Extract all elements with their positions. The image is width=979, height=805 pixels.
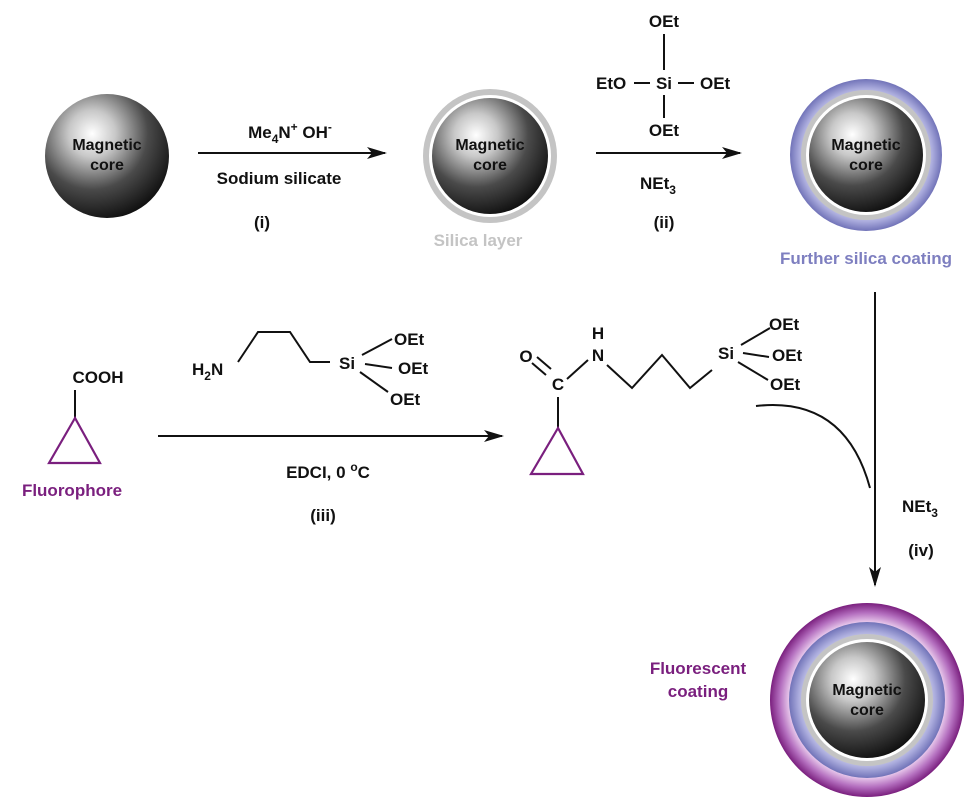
particle-further-silica: Magnetic core Further silica coating [780,79,952,268]
bond [536,356,552,370]
product-h: H [592,324,604,343]
curved-join-arrow [755,404,871,489]
step-i-reagent2: Sodium silicate [217,169,342,188]
product-c: C [552,375,564,394]
step-iii-conditions: EDCI, 0 oC [286,460,370,482]
core-label-line2: core [849,157,883,174]
fluorophore-caption: Fluorophore [22,481,122,500]
core-label-line2: core [90,157,124,174]
step-iii-label: (iii) [310,506,336,525]
step-iv-label: (iv) [908,541,934,560]
bond [359,371,389,393]
further-silica-caption: Further silica coating [780,249,952,268]
amide-silane-product: O C H N Si OEt OEt OEt [519,315,803,476]
bond [364,363,393,369]
bond [361,338,393,356]
teos-oet-bottom: OEt [649,121,680,140]
magnetic-core-sphere [432,98,548,214]
bond [566,359,589,380]
bond [742,352,770,358]
magnetic-core-sphere [809,98,923,212]
core-label-line1: Magnetic [455,137,524,154]
aptes-h2n: H2N [192,360,223,383]
fluorophore-structure: COOH Fluorophore [22,368,124,500]
fluorophore-cooh: COOH [73,368,124,387]
fluorescent-caption-line1: Fluorescent [650,659,747,678]
propyl-chain [237,331,330,363]
product-si: Si [718,344,734,363]
core-label-line1: Magnetic [831,137,900,154]
teos-oet-top: OEt [649,12,680,31]
particle-fluorescent: Magnetic core Fluorescent coating [650,603,964,797]
product-oet-3: OEt [770,375,801,394]
teos-oet-right: OEt [700,74,731,93]
core-label-line2: core [850,702,884,719]
core-label-line1: Magnetic [72,137,141,154]
step-ii: OEt EtO Si OEt OEt NEt3 (ii) [596,12,742,232]
aptes-oet-1: OEt [394,330,425,349]
bond [737,361,769,381]
teos-si: Si [656,74,672,93]
product-oet-1: OEt [769,315,800,334]
cyclopropane-ring [529,425,585,476]
step-i: Me4N+ OH- Sodium silicate (i) [198,120,387,232]
bond [531,362,547,376]
cyclopropane-ring [47,415,102,465]
core-label-line1: Magnetic [832,682,901,699]
aptes-oet-3: OEt [390,390,421,409]
step-ii-base: NEt3 [640,174,676,197]
magnetic-core-sphere [809,642,925,758]
product-o: O [519,347,532,366]
step-iv-base: NEt3 [902,497,938,520]
propyl-chain [606,353,713,390]
particle-silica-layer: Magnetic core Silica layer [423,89,557,250]
teos-eto-left: EtO [596,74,626,93]
particle-bare-core: Magnetic core [45,94,169,218]
fluorescent-caption-line2: coating [668,682,728,701]
bond [740,327,771,346]
core-label-line2: core [473,157,507,174]
step-i-label: (i) [254,213,270,232]
step-iv: NEt3 (iv) [755,292,938,587]
magnetic-core-sphere [45,94,169,218]
step-ii-label: (ii) [654,213,675,232]
product-oet-2: OEt [772,346,803,365]
step-i-reagent: Me4N+ OH- [248,120,332,146]
aptes-oet-2: OEt [398,359,429,378]
step-iii: H2N Si OEt OEt OEt EDCI, 0 oC (iii) [158,330,504,525]
silica-layer-caption: Silica layer [434,231,523,250]
product-n: N [592,346,604,365]
aptes-si: Si [339,354,355,373]
